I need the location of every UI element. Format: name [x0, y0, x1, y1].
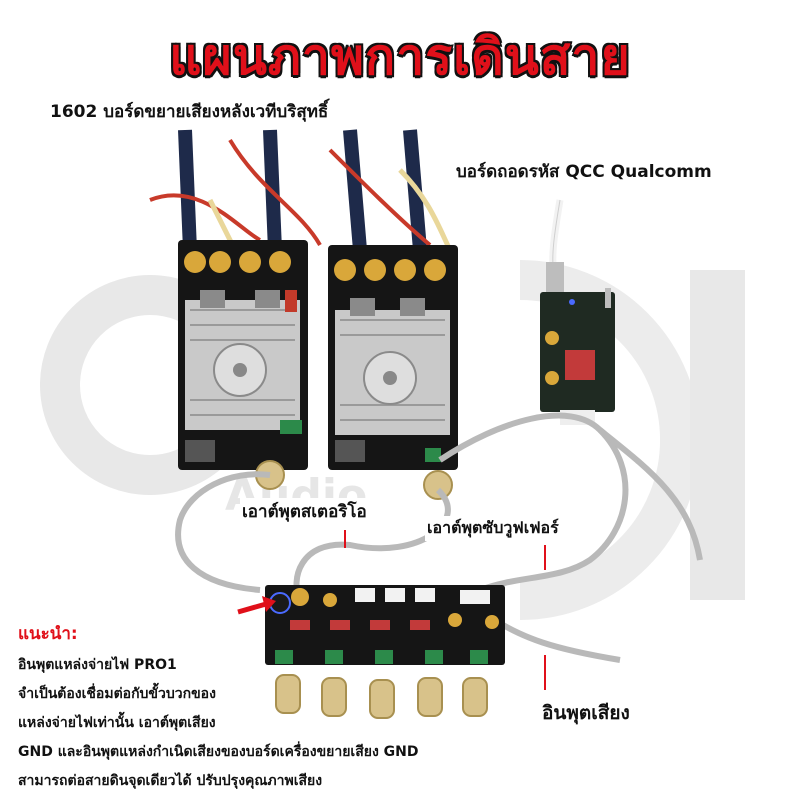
- amp-board-label: 1602 บอร์ดขยายเสียงหลังเวทีบริสุทธิ์: [50, 102, 329, 122]
- power-cables: [149, 129, 453, 252]
- signal-cables: [175, 412, 703, 663]
- page-title: แผนภาพการเดินสาย: [169, 28, 631, 86]
- decoder-board: [540, 199, 615, 425]
- notes-heading: แนะนำ:: [18, 624, 78, 644]
- note-line-1: อินพุตแหล่งจ่ายไฟ PRO1: [18, 657, 177, 673]
- stereo-output-label: เอาต์พุตสเตอริโอ: [240, 498, 369, 525]
- note-line-4: GND และอินพุตแหล่งกำเนิดเสียงของบอร์ดเคร…: [18, 744, 419, 760]
- note-line-5: สามารถต่อสายดินจุดเดียวได้ ปรับปรุงคุณภา…: [18, 773, 323, 789]
- amp-board-left: [178, 240, 308, 490]
- preamp-board: [265, 585, 505, 719]
- pointer-arrow: [237, 596, 276, 615]
- audio-input-label: อินพุตเสียง: [540, 698, 632, 728]
- note-line-2: จำเป็นต้องเชื่อมต่อกับขั้วบวกของ: [18, 686, 216, 702]
- amp-board-right: [328, 245, 458, 500]
- decoder-board-label: บอร์ดถอดรหัส QCC Qualcomm: [456, 162, 712, 182]
- notes-block: แนะนำ:: [18, 620, 78, 647]
- subwoofer-output-label: เอาต์พุตซับวูฟเฟอร์: [425, 516, 561, 541]
- note-line-3: แหล่งจ่ายไฟเท่านั้น เอาต์พุตเสียง: [18, 715, 216, 731]
